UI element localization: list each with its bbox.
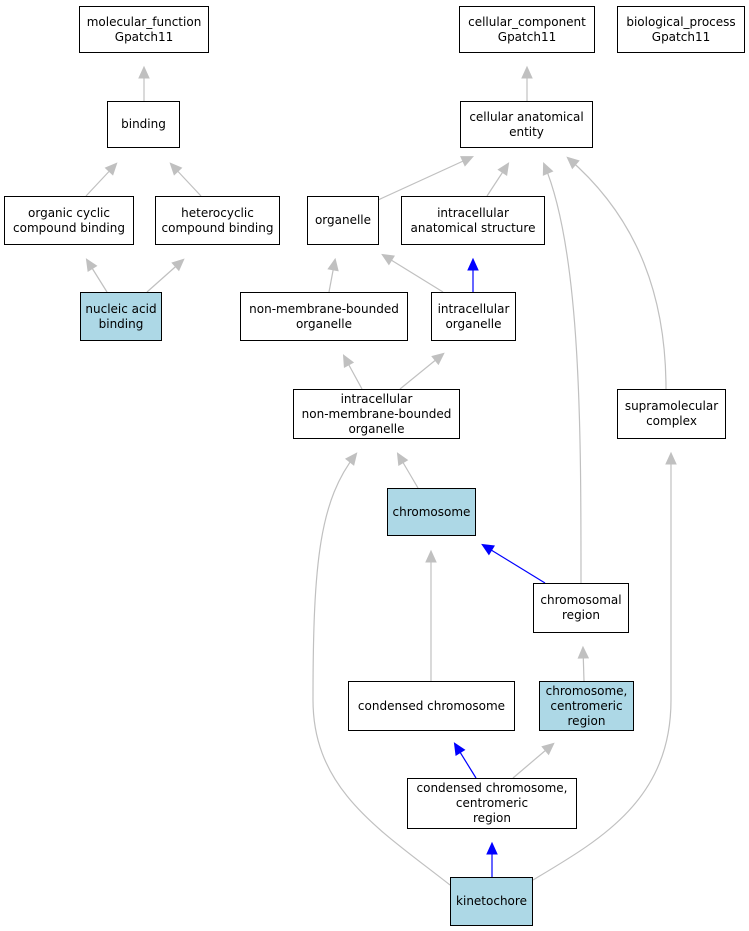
edge-kinetochore-to-supramolecular-complex bbox=[532, 451, 677, 881]
edge-nucleic-acid-binding-to-heterocyclic-compound-binding bbox=[146, 258, 185, 293]
edge-binding-to-molecular-function bbox=[138, 65, 150, 101]
node-label-line: organic cyclic bbox=[28, 205, 110, 220]
edge-intracellular-organelle-to-organelle bbox=[381, 253, 444, 293]
node-label-line: region bbox=[562, 608, 600, 622]
node-label-line: intracellular bbox=[340, 391, 413, 406]
node-label-line: centromeric bbox=[550, 698, 623, 713]
node-label-line: binding bbox=[121, 117, 166, 131]
node-label-line: Gpatch11 bbox=[651, 29, 711, 44]
node-label-line: organelle bbox=[445, 316, 502, 331]
node-kinetochore[interactable]: kinetochore bbox=[450, 877, 533, 926]
node-label-line: cellular anatomical bbox=[469, 109, 584, 124]
node-label-line: centromeric bbox=[455, 796, 529, 810]
edge-non-membrane-bounded-organelle-to-organelle bbox=[327, 257, 339, 293]
node-label-line: organelle bbox=[295, 316, 353, 331]
node-binding[interactable]: binding bbox=[107, 101, 180, 148]
edge-supramolecular-complex-to-cellular-anatomical-entity bbox=[566, 156, 667, 390]
node-label-line: kinetochore bbox=[456, 894, 527, 908]
node-label-line: compound binding bbox=[13, 220, 125, 235]
node-label-line: organelle bbox=[348, 421, 405, 436]
node-label-line: nucleic acid bbox=[85, 301, 157, 316]
edge-nucleic-acid-binding-to-organic-cyclic-compound-binding bbox=[85, 258, 108, 293]
node-label-line: compound binding bbox=[161, 220, 274, 235]
node-label-line: region bbox=[473, 811, 511, 825]
edge-intracellular-non-membrane-bounded-organelle-to-intracellular-organelle bbox=[399, 352, 445, 390]
node-label-line: condensed chromosome, bbox=[416, 781, 568, 795]
edge-chromosomal-region-to-chromosome bbox=[481, 543, 546, 584]
edge-chromosome-centromeric-region-to-chromosomal-region bbox=[577, 645, 590, 682]
node-label-line: Gpatch11 bbox=[114, 29, 174, 44]
edge-heterocyclic-compound-binding-to-binding bbox=[169, 162, 202, 197]
node-condensed-chromosome[interactable]: condensed chromosome bbox=[348, 681, 515, 731]
edge-kinetochore-to-intracellular-non-membrane-bounded-organelle bbox=[312, 452, 451, 886]
node-label-line: binding bbox=[98, 316, 144, 331]
edge-condensed-chromosome-centromeric-region-to-chromosome-centromeric-region bbox=[512, 742, 555, 779]
node-label-line: cellular_component bbox=[468, 14, 586, 29]
node-chromosome[interactable]: chromosome bbox=[387, 488, 476, 536]
edge-organic-cyclic-compound-binding-to-binding bbox=[85, 162, 118, 197]
node-label-line: biological_process bbox=[626, 14, 736, 29]
node-organelle[interactable]: organelle bbox=[307, 196, 379, 245]
node-label-line: non-membrane-bounded bbox=[249, 301, 399, 316]
edge-organelle-to-cellular-anatomical-entity bbox=[377, 156, 475, 201]
node-label-line: heterocyclic bbox=[181, 205, 254, 220]
node-label-line: chromosomal bbox=[540, 593, 622, 607]
node-label-line: condensed chromosome bbox=[357, 698, 506, 713]
node-label-line: region bbox=[567, 713, 606, 728]
node-label-line: entity bbox=[509, 124, 544, 139]
node-label-line: complex bbox=[646, 414, 697, 428]
edge-intracellular-non-membrane-bounded-organelle-to-non-membrane-bounded-organelle bbox=[342, 354, 363, 390]
edge-chromosome-to-intracellular-non-membrane-bounded-organelle bbox=[396, 452, 419, 489]
node-label-line: molecular_function bbox=[86, 14, 202, 29]
node-label-line: chromosome bbox=[392, 504, 471, 519]
edge-condensed-chromosome-centromeric-region-to-condensed-chromosome bbox=[453, 742, 477, 779]
edge-condensed-chromosome-to-chromosome bbox=[425, 549, 437, 681]
edge-chromosomal-region-to-cellular-anatomical-entity bbox=[542, 161, 582, 584]
node-label-line: Gpatch11 bbox=[497, 29, 557, 44]
edge-kinetochore-to-condensed-chromosome-centromeric-region bbox=[486, 841, 498, 877]
node-label-line: intracellular bbox=[437, 301, 510, 316]
node-label-line: anatomical structure bbox=[410, 220, 536, 235]
edge-intracellular-organelle-to-intracellular-anatomical-structure bbox=[467, 257, 479, 292]
node-label-line: intracellular bbox=[437, 205, 509, 220]
edge-intracellular-anatomical-structure-to-cellular-anatomical-entity bbox=[486, 162, 510, 197]
node-label-line: chromosome, bbox=[545, 683, 628, 698]
node-label-line: supramolecular bbox=[624, 399, 719, 413]
node-label-line: non-membrane-bounded bbox=[301, 406, 452, 421]
edge-cellular-anatomical-entity-to-cellular-component bbox=[521, 65, 533, 101]
node-label-line: organelle bbox=[314, 213, 372, 227]
